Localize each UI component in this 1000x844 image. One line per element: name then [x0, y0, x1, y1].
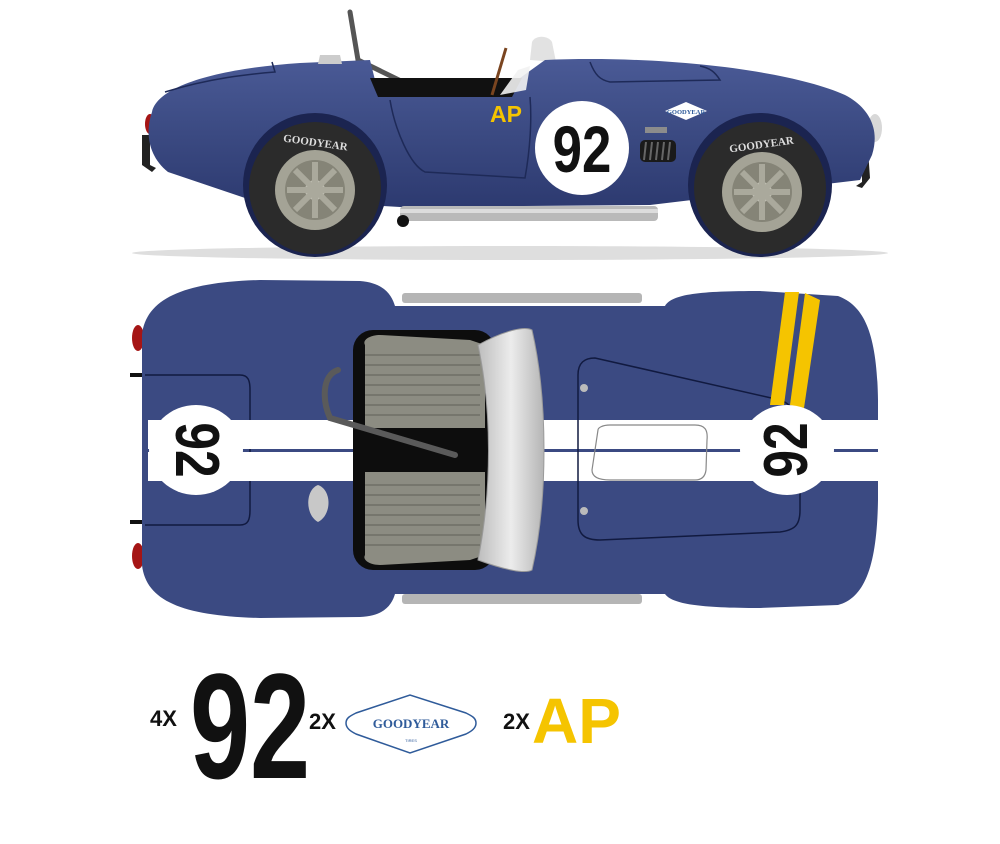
steering-column	[490, 47, 508, 96]
goodyear-logo-decal: GOODYEAR TIRES	[345, 694, 477, 754]
race-number: 92	[553, 112, 612, 186]
svg-text:GOODYEAR: GOODYEAR	[667, 109, 706, 116]
cockpit	[370, 78, 522, 97]
side-vents	[640, 127, 676, 162]
yellow-stripe	[790, 293, 820, 408]
door-line	[389, 96, 532, 179]
headrest	[530, 36, 556, 62]
hood-pin	[580, 507, 588, 515]
number-decal: 92	[190, 643, 310, 811]
hood-outline	[577, 357, 801, 541]
windshield-top	[477, 328, 545, 573]
top-view: 92 92	[130, 280, 878, 618]
hood-line	[589, 61, 722, 83]
number-decal-qty: 4X	[150, 706, 177, 731]
fuel-cap	[318, 55, 342, 64]
front-number-roundel	[740, 405, 834, 495]
trunk-line	[164, 61, 276, 93]
ap-decal: AP	[532, 685, 621, 757]
roll-bar-top	[321, 367, 458, 458]
rear-race-number: 92	[163, 422, 233, 477]
windshield-side	[500, 66, 530, 95]
side-exhaust-pipe	[397, 206, 658, 227]
svg-text:TIRES: TIRES	[405, 738, 417, 743]
trunk-outline	[145, 374, 251, 526]
ap-sponsor-decal: AP	[490, 101, 522, 127]
goodyear-decal-qty: 2X	[309, 709, 336, 734]
tail-light-right	[132, 543, 144, 569]
goodyear-badge: GOODYEAR	[665, 102, 707, 120]
svg-text:GOODYEAR: GOODYEAR	[373, 716, 450, 731]
yellow-stripe	[770, 292, 799, 405]
rear-wheel: GOODYEAR	[249, 122, 381, 254]
side-pipe-top	[402, 293, 642, 303]
rear-bumper	[142, 135, 156, 172]
side-view: GOODYEAR GOODYEAR 92 AP GO	[132, 9, 888, 260]
ap-decal-qty: 2X	[503, 709, 530, 734]
seat-right	[364, 472, 485, 565]
fuel-cap-top	[308, 485, 329, 522]
tail-light-left	[132, 325, 144, 351]
hood-pin	[580, 384, 588, 392]
front-race-number: 92	[751, 422, 821, 477]
front-wheel: GOODYEAR	[694, 122, 826, 254]
decal-sheet: 4X 92 2X GOODYEAR TIRES 2X AP	[150, 643, 621, 811]
rear-number-roundel	[149, 405, 243, 495]
number-roundel	[535, 101, 629, 195]
side-pipe-bottom	[402, 594, 642, 604]
hood-scoop	[591, 424, 708, 481]
seat-left	[364, 335, 485, 428]
